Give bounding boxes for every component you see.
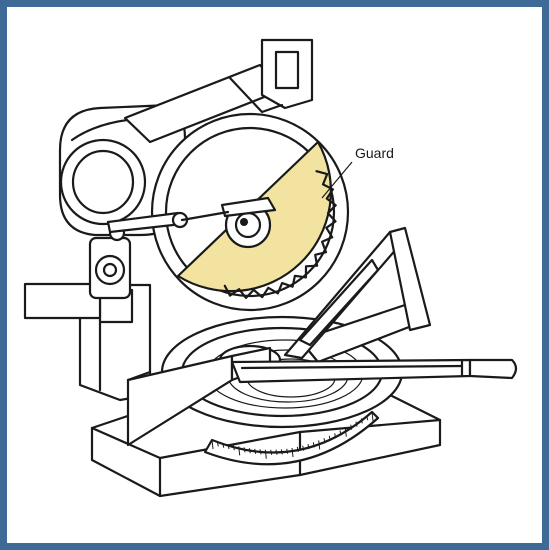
scale-tick xyxy=(302,445,305,451)
scale-tick xyxy=(312,442,315,448)
scale-tick xyxy=(350,424,353,430)
scale-tick xyxy=(243,447,246,453)
scale-tick xyxy=(248,448,251,454)
scale-tick xyxy=(227,443,230,450)
miter-angle-scale xyxy=(203,410,380,466)
guard-callout: Guard xyxy=(321,145,394,199)
scale-tick xyxy=(328,435,331,441)
scale-tick xyxy=(211,439,214,450)
scale-tick xyxy=(275,449,278,455)
scale-tick xyxy=(307,444,310,450)
scale-tick xyxy=(360,418,363,424)
pivot-assembly xyxy=(88,224,132,300)
scale-tick xyxy=(291,447,294,458)
guard-label: Guard xyxy=(355,145,394,161)
scale-tick xyxy=(259,449,262,455)
scale-tick xyxy=(366,415,369,421)
blade-slot-wedge xyxy=(283,226,432,360)
scale-tick xyxy=(286,448,289,454)
saw-handle xyxy=(123,38,314,144)
scale-tick xyxy=(355,421,358,427)
scale-tick xyxy=(238,446,241,456)
scale-tick xyxy=(318,440,321,450)
scale-tick xyxy=(339,430,342,436)
scale-tick xyxy=(232,445,235,451)
blade-arbor xyxy=(220,196,277,249)
scale-tick xyxy=(222,442,225,448)
guard-link-arm xyxy=(106,210,230,234)
scale-tick xyxy=(323,438,326,444)
scale-tick xyxy=(254,448,257,454)
scale-tick xyxy=(264,449,267,459)
scale-tick xyxy=(270,449,273,455)
scale-tick xyxy=(334,433,337,439)
scale-tick xyxy=(296,446,299,452)
scale-tick xyxy=(344,427,347,437)
saw-support-column xyxy=(23,282,152,402)
miter-handle-rail xyxy=(230,358,518,384)
scale-tick xyxy=(280,449,283,455)
scale-tick xyxy=(216,441,219,447)
scale-tick xyxy=(371,411,374,422)
